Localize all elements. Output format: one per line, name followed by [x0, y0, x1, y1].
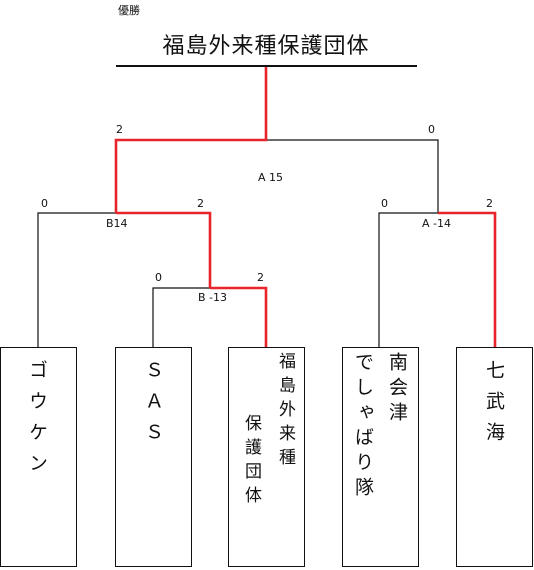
team-name-minamiaizu-col2: でしゃばり隊: [352, 352, 374, 502]
semi-right-label: A -14: [422, 217, 451, 230]
champion-name: 福島外来種保護団体: [162, 34, 370, 59]
first-round-left-score: 0: [155, 271, 162, 284]
team-name-minamiaizu-col1: 南会津: [386, 352, 408, 427]
team-name-fukushima-col2: 保護団体: [241, 414, 261, 510]
final-right-score: 0: [428, 123, 435, 136]
semi-right-left-score: 0: [381, 197, 388, 210]
winner-line-semi-right: [438, 211, 497, 347]
first-round-label: B -13: [198, 291, 228, 304]
team-box-fukushima: 福島外来種 保護団体: [228, 347, 305, 567]
winner-line-semi-left: [116, 211, 212, 288]
team-box-sas: ＳＡＳ: [115, 347, 192, 567]
winner-line-champion: [114, 66, 268, 213]
team-box-gouken: ゴウケン: [0, 347, 77, 567]
final-label: A 15: [258, 171, 284, 184]
line-semi-left-left: [37, 212, 116, 347]
semi-right-right-score: 2: [486, 197, 493, 210]
champion-caption: 優勝: [118, 4, 140, 17]
final-left-score: 2: [116, 123, 123, 136]
team-box-shichibukai: 七武海: [456, 347, 533, 567]
semi-left-right-score: 2: [197, 197, 204, 210]
team-name-shichibukai: 七武海: [483, 360, 505, 453]
first-round-right-score: 2: [257, 271, 264, 284]
team-box-minamiaizu: 南会津 でしゃばり隊: [342, 347, 419, 567]
team-name-fukushima-col1: 福島外来種: [275, 352, 295, 472]
team-name-sas: ＳＡＳ: [142, 360, 164, 453]
winner-line-first-round: [210, 286, 268, 347]
champion-underline: [116, 65, 417, 67]
semi-left-left-score: 0: [41, 197, 48, 210]
team-name-gouken: ゴウケン: [26, 360, 48, 484]
line-final-right: [266, 139, 439, 213]
semi-left-label: B14: [106, 217, 128, 230]
line-semi-right-left: [378, 212, 438, 347]
line-first-round-left: [152, 287, 210, 347]
